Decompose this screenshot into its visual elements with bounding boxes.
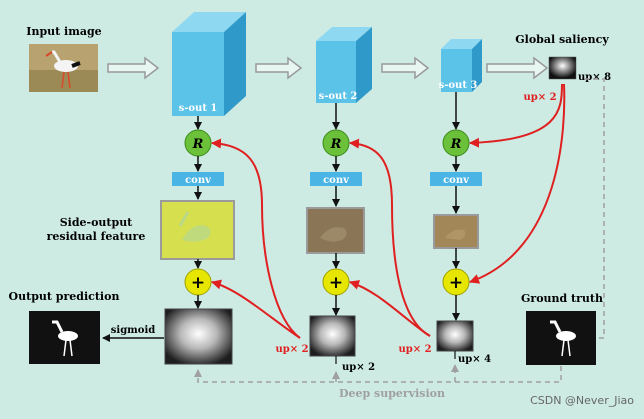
red-arrow-s2-to-r1	[211, 138, 301, 339]
stage-1-residual-feature	[160, 200, 235, 260]
ground-truth-label: Ground truth	[521, 292, 603, 305]
ground-truth-map	[526, 311, 596, 365]
deep-supervision-label: Deep supervision	[339, 387, 445, 400]
stage-2-prediction-map	[309, 315, 356, 357]
output-prediction-map	[29, 311, 100, 364]
stage-3-red-up-label: up× 2	[398, 344, 431, 355]
stage-1-r-text: R	[192, 137, 204, 152]
flow-arrow-1	[107, 56, 160, 80]
stage-3-up-label: up× 4	[458, 354, 491, 365]
stage-1-plus-node: +	[184, 268, 212, 296]
stage-1-cube: s-out 1	[172, 12, 246, 116]
flow-arrow-3	[381, 56, 430, 80]
stage-2-residual-feature	[306, 207, 365, 254]
red-arrow-s3-to-r2	[349, 138, 431, 337]
stage-2-up-label: up× 2	[342, 362, 375, 373]
watermark: CSDN @Never_Jiao	[530, 394, 634, 407]
stage-1-conv-text: conv	[185, 175, 212, 186]
stage-3-plus-text: +	[449, 273, 463, 293]
global-up2-label: up× 2	[523, 92, 556, 103]
side-output-label-line1: Side-output	[60, 216, 133, 229]
red-arrow-global-to-r3	[469, 83, 563, 148]
stage-3-prediction-map	[436, 320, 474, 352]
stage-2-r-text: R	[330, 137, 342, 152]
stage-2-plus-node: +	[322, 268, 350, 296]
flow-arrow-4	[486, 56, 549, 80]
side-output-label-line2: residual feature	[47, 230, 146, 243]
global-up8-label: up× 8	[578, 72, 611, 83]
stage-1-plus-text: +	[191, 273, 205, 293]
stage-2-plus-text: +	[329, 273, 343, 293]
sigmoid-label: sigmoid	[111, 325, 155, 336]
stage-3-r-text: R	[450, 137, 462, 152]
red-arrow-global-to-plus3	[469, 83, 566, 284]
output-prediction-label: Output prediction	[9, 290, 120, 303]
global-saliency-map	[548, 56, 577, 80]
input-image	[29, 44, 98, 92]
deep-supervision-lines	[194, 78, 605, 383]
stage-2-name: s-out 2	[319, 91, 358, 102]
stage-2-conv-text: conv	[323, 175, 350, 186]
red-arrow-s3-to-plus2	[349, 280, 431, 337]
global-saliency-label: Global saliency	[515, 33, 609, 46]
stage-3-plus-node: +	[442, 268, 470, 296]
flow-arrow-2	[255, 56, 303, 80]
red-arrow-s2-to-plus1	[211, 279, 301, 339]
stage-1-prediction-map	[164, 308, 233, 365]
stage-2-r-node: R	[322, 129, 350, 157]
stage-3-conv: conv	[430, 172, 482, 186]
input-image-label: Input image	[26, 25, 101, 38]
stage-2-conv: conv	[310, 172, 362, 186]
stage-3-cube: s-out 3	[439, 39, 482, 92]
stage-1-name: s-out 1	[179, 103, 218, 114]
stage-3-conv-text: conv	[443, 175, 470, 186]
stage-3-name: s-out 3	[439, 80, 478, 91]
stage-2-red-up-label: up× 2	[275, 344, 308, 355]
stage-1-conv: conv	[172, 172, 224, 186]
stage-1-r-node: R	[184, 129, 212, 157]
stage-3-r-node: R	[442, 129, 470, 157]
stage-2-cube: s-out 2	[316, 27, 372, 103]
stage-3-residual-feature	[433, 214, 479, 249]
